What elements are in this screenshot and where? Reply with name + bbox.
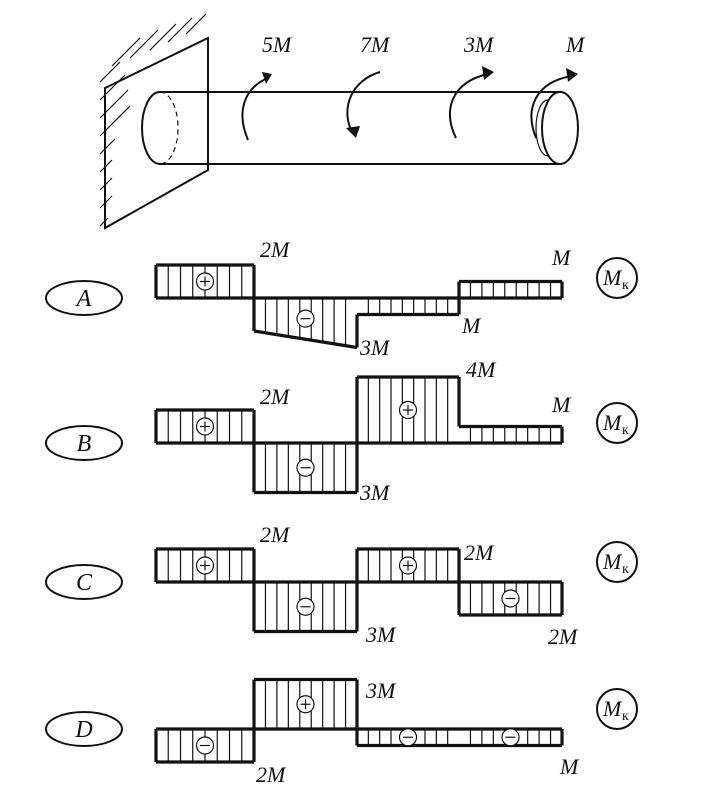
diagram-value-label: 2M bbox=[260, 384, 291, 409]
moment-label-3m: 3M bbox=[463, 32, 495, 57]
diagram-value-label: 2M bbox=[260, 237, 291, 262]
option-letter: B bbox=[77, 431, 92, 457]
diagram-value-label: M bbox=[559, 754, 580, 779]
option-letter: A bbox=[75, 286, 92, 312]
moment-label-7m: 7M bbox=[360, 32, 391, 57]
torque-symbol-sub: к bbox=[622, 423, 629, 438]
torque-symbol-circle bbox=[596, 688, 638, 730]
fixed-wall bbox=[104, 36, 209, 230]
diagram-value-label: 2M bbox=[464, 540, 495, 565]
option-oval[interactable] bbox=[45, 711, 123, 747]
option-letter: C bbox=[76, 570, 93, 596]
shaft-drawing: 5M 7M 3M M bbox=[99, 13, 586, 230]
moment-label-5m: 5M bbox=[262, 32, 293, 57]
diagram-value-label: M bbox=[551, 392, 572, 417]
segment-value-line bbox=[253, 329, 358, 350]
diagram-value-label: 3M bbox=[365, 678, 397, 703]
torque-symbol-circle bbox=[596, 541, 638, 583]
torque-symbol-sub: к bbox=[622, 278, 629, 293]
torque-symbol-main: M bbox=[602, 410, 623, 435]
option-oval[interactable] bbox=[45, 425, 123, 461]
moment-arrow-7m bbox=[346, 71, 381, 133]
shaft-hidden-end bbox=[159, 91, 179, 165]
moment-arrow-3m bbox=[448, 73, 489, 139]
torque-symbol-circle bbox=[596, 402, 638, 444]
option-oval[interactable] bbox=[45, 280, 123, 316]
option-letter: D bbox=[74, 717, 92, 743]
moment-label-m: M bbox=[565, 32, 586, 57]
diagram-value-label: 4M bbox=[466, 357, 497, 382]
option-oval[interactable] bbox=[45, 564, 123, 600]
torque-symbol-sub: к bbox=[622, 709, 629, 724]
diagram-value-label: 2M bbox=[256, 762, 287, 787]
diagram-value-label: 2M bbox=[260, 522, 291, 547]
shaft-right-end bbox=[541, 91, 579, 165]
torque-symbol-main: M bbox=[602, 696, 623, 721]
diagram-value-label: 2M bbox=[548, 624, 579, 649]
diagram-value-label: 3M bbox=[359, 335, 391, 360]
diagram-value-label: M bbox=[551, 245, 572, 270]
moment-arrow-m bbox=[530, 75, 573, 139]
torque-symbol-main: M bbox=[602, 549, 623, 574]
diagram-value-label: M bbox=[461, 313, 482, 338]
torque-symbol-circle bbox=[596, 257, 638, 299]
diagram-value-label: 3M bbox=[359, 480, 391, 505]
torque-symbol-sub: к bbox=[622, 562, 629, 577]
torque-symbol-main: M bbox=[602, 265, 623, 290]
shaft-left-end bbox=[141, 91, 161, 165]
diagram-value-label: 3M bbox=[365, 622, 397, 647]
moment-arrow-5m bbox=[241, 77, 269, 141]
